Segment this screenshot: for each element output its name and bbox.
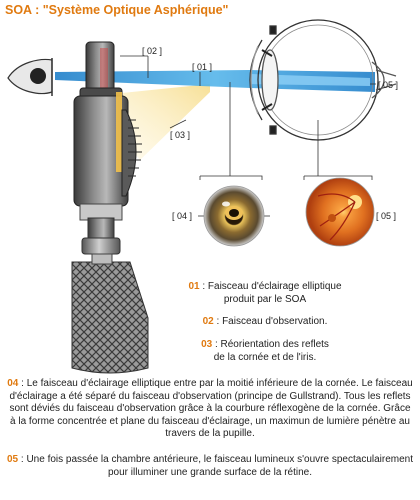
paragraph-number: 04 (7, 378, 19, 389)
paragraph-number: 05 (6, 454, 19, 465)
legend-item-03: 03 : Réorientation des reflets de la cor… (170, 338, 360, 364)
paragraph-text: : Une fois passée la chambre antérieure,… (18, 454, 414, 478)
legend-number: 02 (202, 316, 214, 327)
paragraph-05: 05 : Une fois passée la chambre antérieu… (6, 454, 414, 479)
ophthalmoscope-handle (71, 261, 149, 374)
legend-item-02: 02 : Faisceau d'observation. (170, 315, 360, 328)
label-02: [ 02 ] (142, 46, 163, 56)
paragraph-text: : Le faisceau d'éclairage elliptique ent… (9, 378, 413, 440)
paragraph-04: 04 : Le faisceau d'éclairage elliptique … (6, 378, 414, 441)
label-01: [ 01 ] (192, 62, 213, 72)
label-03: [ 03 ] (170, 130, 191, 140)
observation-beam-inner (250, 74, 370, 86)
legend-text: : Faisceau d'éclairage elliptique (199, 281, 342, 292)
legend-number: 03 (201, 339, 213, 350)
dial-wheel (121, 109, 137, 197)
legend-text: : Réorientation des reflets (212, 339, 329, 350)
legend-text-2: de la cornée et de l'iris. (213, 352, 317, 363)
legend-item-01: 01 : Faisceau d'éclairage elliptique pro… (170, 280, 360, 306)
legend-number: 01 (188, 281, 200, 292)
label-05-photo: [ 05 ] (376, 211, 397, 221)
label-04: [ 04 ] (172, 211, 193, 221)
page-title: SOA : "Système Optique Asphérique" (5, 3, 229, 17)
legend-text-2: produit par le SOA (223, 294, 307, 305)
label-05-eye: [ 05 ] (378, 80, 399, 90)
legend-text: : Faisceau d'observation. (213, 316, 328, 327)
